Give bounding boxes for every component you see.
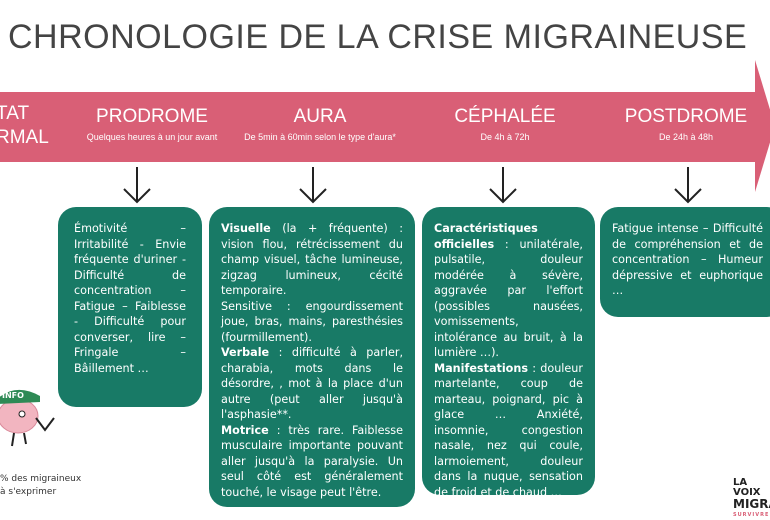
aura-heading: Motrice xyxy=(221,423,269,437)
cephalee-heading: Caractéristiques officielles xyxy=(434,222,538,251)
aura-text: : très rare. Faiblesse musculaire import… xyxy=(221,423,403,499)
phase-cephalee: CÉPHALÉE De 4h à 72h xyxy=(454,106,555,142)
page-title: CHRONOLOGIE DE LA CRISE MIGRAINEUSE xyxy=(8,18,748,56)
info-badge: INFO xyxy=(2,391,24,400)
phase-postdrome: POSTDROME De 24h à 48h xyxy=(625,106,747,142)
phase-duration: De 4h à 72h xyxy=(480,132,530,142)
aura-box: Visuelle (la + fréquente) : vision flou,… xyxy=(209,207,415,507)
brain-mascot-icon: INFO xyxy=(0,390,55,447)
aura-heading: Verbale xyxy=(221,346,270,359)
phase-etat-normal: TAT RMAL xyxy=(0,102,49,150)
arrow-down-icon xyxy=(123,167,151,204)
logo-line2: MIGRA xyxy=(733,497,770,511)
timeline-arrow-tip xyxy=(755,60,770,192)
aura-heading: Visuelle xyxy=(221,222,271,235)
logo-line3: SURVIVRE xyxy=(733,512,770,518)
logo-line1: LA VOIX xyxy=(733,477,761,498)
postdrome-box: Fatigue intense – Difficulté de compréhe… xyxy=(600,207,770,317)
aura-motrice: Motrice : très rare. Faiblesse musculair… xyxy=(221,423,403,501)
cephalee-caracteristiques: Caractéristiques officielles : unilatéra… xyxy=(434,221,583,361)
etat-line2: RMAL xyxy=(0,127,49,148)
cephalee-manifestations: Manifestations : douleur martelante, cou… xyxy=(434,361,583,501)
phase-name: CÉPHALÉE xyxy=(454,106,556,127)
phase-name: PRODROME xyxy=(96,106,208,127)
arrow-down-icon xyxy=(489,167,517,204)
phase-duration: De 24h à 48h xyxy=(658,132,714,142)
cephalee-text: : douleur martelante, coup de marteau, p… xyxy=(434,361,583,499)
info-text: % des migraineux à s'exprimer xyxy=(0,473,81,499)
arrow-down-icon xyxy=(299,167,327,204)
logo: LA VOIXMIGRASURVIVRE xyxy=(733,478,770,520)
aura-sensitive: Sensitive : engourdissement joue, bras, … xyxy=(221,299,403,346)
aura-text: (la + fréquente) : vision flou, rétrécis… xyxy=(221,222,403,297)
timeline-banner xyxy=(0,92,760,162)
prodrome-box: Émotivité – Irritabilité - Envie fréquen… xyxy=(58,207,202,407)
arrow-down-icon xyxy=(674,167,702,204)
cephalee-text: : unilatérale, pulsatile, douleur modéré… xyxy=(434,237,583,360)
phase-prodrome: PRODROME Quelques heures à un jour avant xyxy=(87,106,218,142)
phase-name: POSTDROME xyxy=(624,106,748,127)
aura-verbale: Verbale : difficulté à parler, charabia,… xyxy=(221,345,403,423)
cephalee-box: Caractéristiques officielles : unilatéra… xyxy=(422,207,595,499)
aura-text: Sensitive : engourdissement joue, bras, … xyxy=(221,299,403,344)
phase-aura: AURA De 5min à 60min selon le type d'aura… xyxy=(244,106,396,142)
info-line2: à s'exprimer xyxy=(0,487,57,497)
info-line1: % des migraineux xyxy=(0,474,82,484)
aura-visuelle: Visuelle (la + fréquente) : vision flou,… xyxy=(221,221,403,299)
phase-duration: De 5min à 60min selon le type d'aura* xyxy=(244,132,396,142)
etat-line1: TAT xyxy=(0,103,30,124)
aura-text: : difficulté à parler, charabia, mots da… xyxy=(221,346,403,421)
cephalee-heading: Manifestations xyxy=(434,361,528,375)
phase-name: AURA xyxy=(293,106,347,127)
phase-duration: Quelques heures à un jour avant xyxy=(86,132,218,142)
